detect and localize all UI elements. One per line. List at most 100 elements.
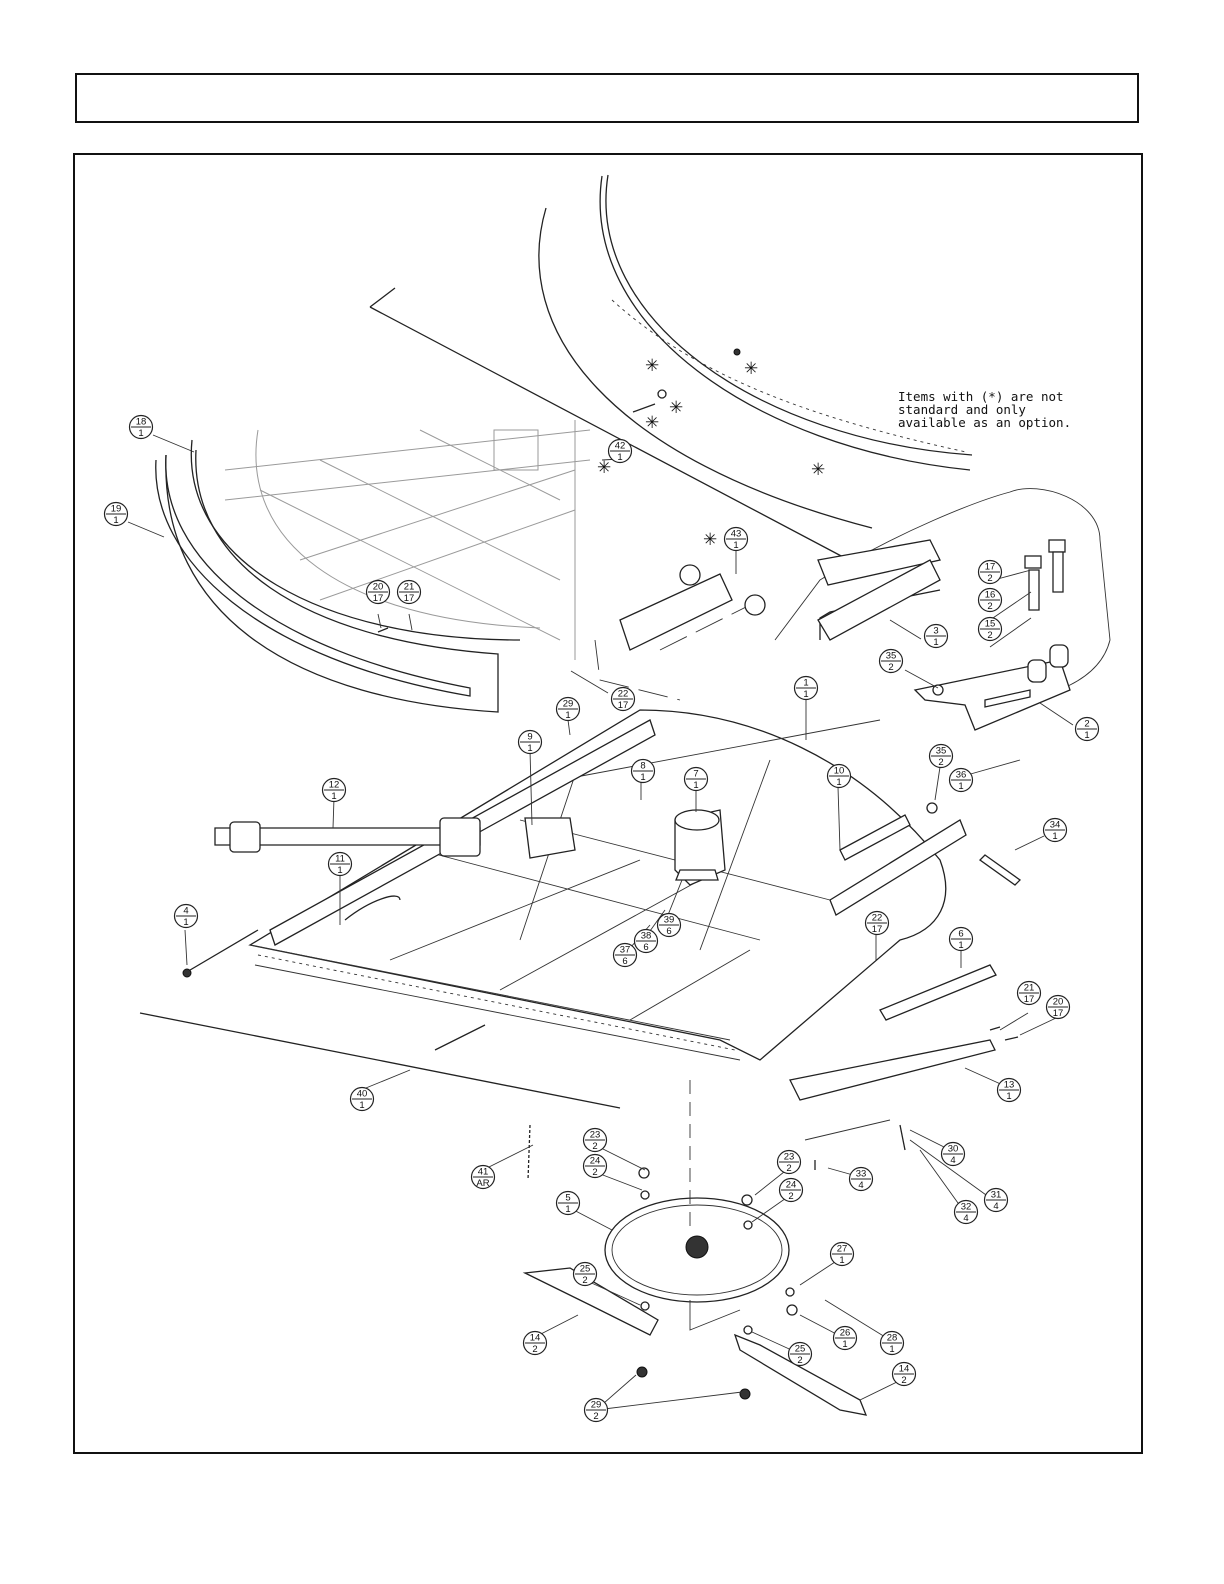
item-qty-balloon-icon: 292 xyxy=(583,1397,609,1423)
balloon-qty: 4 xyxy=(858,1180,863,1191)
balloon-item-number: 42 xyxy=(615,441,626,452)
item-qty-balloon-icon: 142 xyxy=(522,1330,548,1356)
item-qty-balloon-icon: 352 xyxy=(928,743,954,769)
item-qty-balloon-icon: 232 xyxy=(776,1149,802,1175)
balloon-qty: 2 xyxy=(938,757,943,768)
balloon-item-number: 18 xyxy=(136,417,147,428)
item-qty-balloon-icon: 352 xyxy=(878,648,904,674)
balloon-qty: 1 xyxy=(1052,831,1057,842)
balloon-qty: 2 xyxy=(592,1167,597,1178)
balloon-item-number: 23 xyxy=(784,1152,795,1163)
item-qty-balloon-icon: 142 xyxy=(891,1361,917,1387)
balloon-item-number: 25 xyxy=(580,1264,591,1275)
balloon-item-number: 9 xyxy=(527,732,532,743)
balloon-qty: 1 xyxy=(640,772,645,783)
balloon-item-number: 13 xyxy=(1004,1080,1015,1091)
balloon-qty: 1 xyxy=(331,791,336,802)
balloon-qty: 17 xyxy=(1024,994,1035,1005)
balloon-qty: 6 xyxy=(622,956,627,967)
balloon-item-number: 16 xyxy=(985,590,996,601)
leader-lines xyxy=(127,434,1074,1411)
item-qty-balloon-icon: 111 xyxy=(327,851,353,877)
balloon-qty: 17 xyxy=(1053,1008,1064,1019)
balloon-qty: 2 xyxy=(797,1355,802,1366)
optional-markers: ✳ ✳ ✳ ✳ ✳ ✳ ✳ xyxy=(597,356,825,549)
balloon-item-number: 20 xyxy=(1053,997,1064,1008)
item-qty-balloon-icon: 242 xyxy=(778,1177,804,1203)
item-qty-balloon-icon: 291 xyxy=(555,696,581,722)
item-qty-balloon-icon: 281 xyxy=(879,1330,905,1356)
item-qty-balloon-icon: 11 xyxy=(793,675,819,701)
item-qty-balloon-icon: 271 xyxy=(829,1241,855,1267)
driveline-12 xyxy=(214,817,576,859)
balloon-item-number: 21 xyxy=(404,582,415,593)
balloon-item-number: 15 xyxy=(985,619,996,630)
item-qty-balloon-icon: 152 xyxy=(977,616,1003,642)
balloon-qty: 2 xyxy=(593,1411,598,1422)
balloon-qty: 6 xyxy=(666,926,671,937)
balloon-item-number: 11 xyxy=(335,854,345,865)
balloon-qty: 2 xyxy=(901,1375,906,1386)
balloon-item-number: 40 xyxy=(357,1089,368,1100)
balloon-item-number: 25 xyxy=(795,1344,806,1355)
balloon-qty: 1 xyxy=(889,1344,894,1355)
balloon-qty: 1 xyxy=(836,777,841,788)
tailwheel-parts xyxy=(774,488,1111,731)
balloon-item-number: 31 xyxy=(991,1190,1002,1201)
balloon-qty: 17 xyxy=(404,593,415,604)
item-qty-balloon-icon: 421 xyxy=(607,438,633,464)
balloon-item-number: 7 xyxy=(693,769,698,780)
balloon-qty: 4 xyxy=(950,1155,955,1166)
balloon-item-number: 34 xyxy=(1050,820,1061,831)
balloon-qty: 1 xyxy=(527,743,532,754)
balloon-item-number: 14 xyxy=(899,1364,910,1375)
crank-assembly-43 xyxy=(594,564,766,701)
item-qty-balloon-icon: 71 xyxy=(683,766,709,792)
item-qty-balloon-icon: 232 xyxy=(582,1127,608,1153)
item-qty-balloon-icon: 304 xyxy=(940,1141,966,1167)
asterisk-icon: ✳ xyxy=(703,530,717,549)
item-qty-balloon-icon: 81 xyxy=(630,758,656,784)
balloon-qty: 1 xyxy=(138,428,143,439)
balloon-item-number: 39 xyxy=(664,915,675,926)
gearbox-7 xyxy=(674,809,726,886)
balloon-item-number: 14 xyxy=(530,1333,541,1344)
note-line-1: Items with (*) are not xyxy=(898,389,1064,404)
balloon-item-number: 32 xyxy=(961,1202,972,1213)
balloon-qty: 1 xyxy=(1006,1091,1011,1102)
item-qty-balloon-icon: 172 xyxy=(977,559,1003,585)
balloon-item-number: 29 xyxy=(563,699,574,710)
balloon-item-number: 20 xyxy=(373,582,384,593)
balloon-item-number: 36 xyxy=(956,770,967,781)
item-qty-balloon-icon: 91 xyxy=(517,729,543,755)
item-qty-balloon-icon: 324 xyxy=(953,1199,979,1225)
asterisk-icon: ✳ xyxy=(645,413,659,432)
balloon-qty: 1 xyxy=(733,540,738,551)
item-qty-balloon-icon: 61 xyxy=(948,926,974,952)
item-qty-balloon-icon: 41 xyxy=(173,903,199,929)
header-box xyxy=(75,73,1139,123)
balloon-qty: 1 xyxy=(958,781,963,792)
balloon-item-number: 2 xyxy=(1084,719,1089,730)
balloon-item-number: 41 xyxy=(478,1167,489,1178)
item-qty-balloon-icon: 252 xyxy=(787,1341,813,1367)
item-qty-balloon-icon: 334 xyxy=(848,1166,874,1192)
balloon-qty: 1 xyxy=(933,637,938,648)
item-qty-balloon-icon: 101 xyxy=(826,763,852,789)
balloon-qty: 1 xyxy=(565,1204,570,1215)
balloon-qty: 1 xyxy=(565,710,570,721)
ghost-deck-outline xyxy=(190,287,846,660)
item-qty-balloon-icon: 376 xyxy=(612,942,638,968)
balloon-qty: 1 xyxy=(842,1339,847,1350)
item-qty-balloon-icon: 314 xyxy=(983,1187,1009,1213)
balloon-item-number: 22 xyxy=(872,913,883,924)
balloon-qty: 1 xyxy=(183,917,188,928)
balloon-qty: 2 xyxy=(582,1275,587,1286)
